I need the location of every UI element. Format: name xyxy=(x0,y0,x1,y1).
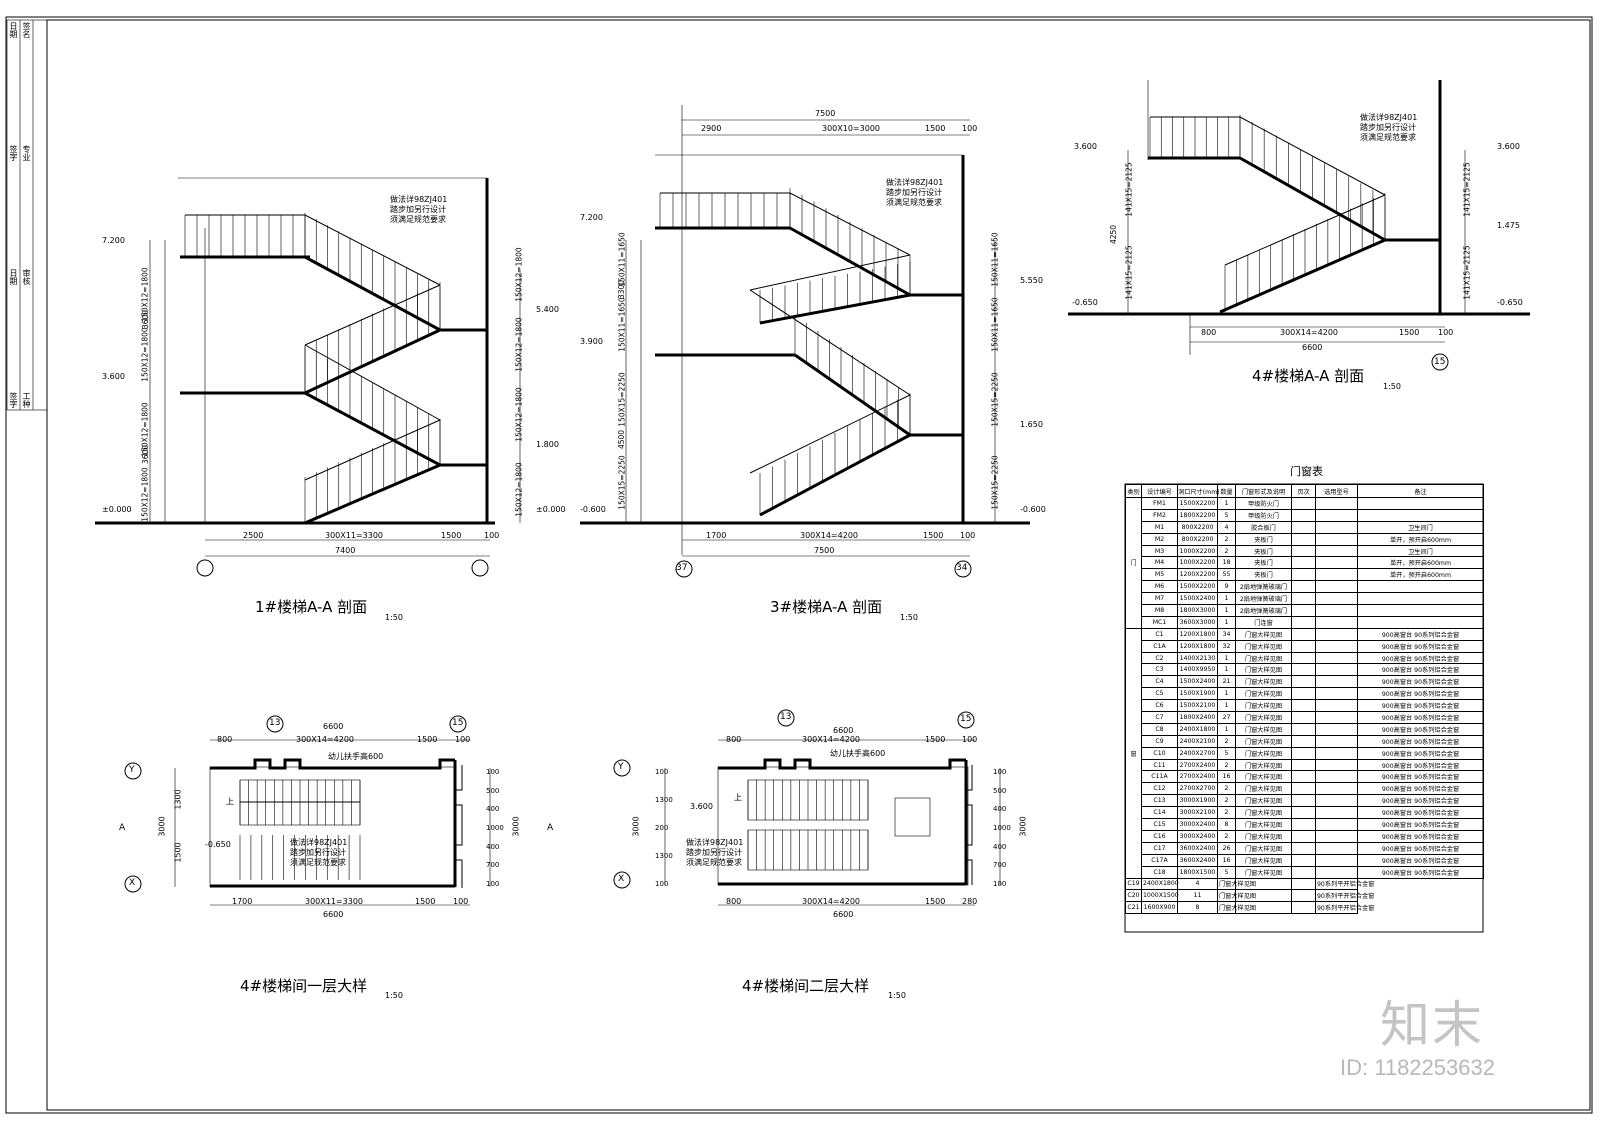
sheet-border xyxy=(5,16,1593,1114)
section-4-drawing xyxy=(1068,80,1530,371)
section-3-drawing xyxy=(580,105,1030,557)
title-block xyxy=(6,19,48,411)
drawing-frame xyxy=(46,19,1591,1111)
plan-2-drawing xyxy=(613,709,1001,906)
door-window-table xyxy=(1124,483,1484,933)
section-1-drawing xyxy=(95,177,521,577)
plan-1-drawing xyxy=(124,715,491,906)
